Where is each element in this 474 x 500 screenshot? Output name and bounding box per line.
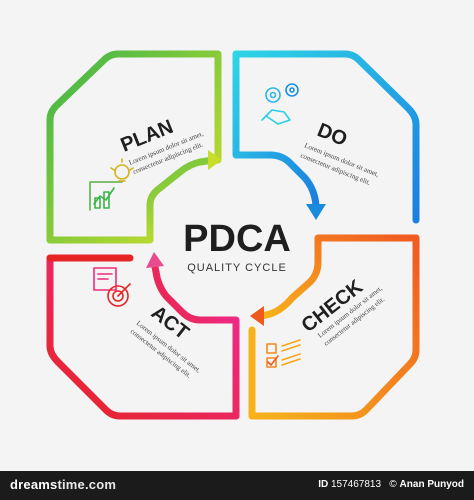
center-subtitle: QUALITY CYCLE	[187, 262, 287, 274]
center-title: PDCA	[183, 218, 291, 260]
author-name: Anan Punyod	[399, 479, 464, 490]
act-arrow-head	[146, 252, 164, 268]
check-inner-path	[258, 234, 420, 320]
id-label: ID	[318, 479, 329, 490]
do-arrow-head	[306, 204, 326, 220]
logo-part2: time.com	[57, 477, 117, 492]
plan-outline	[46, 50, 222, 244]
plan-segment	[46, 50, 222, 244]
do-outline	[232, 50, 420, 224]
plan-arrow-head	[208, 150, 222, 170]
gears-hand-icon	[261, 83, 299, 125]
checklist-icon	[266, 339, 301, 368]
act-segment	[46, 252, 240, 420]
copyright-symbol: ©	[389, 479, 397, 490]
check-outline	[248, 234, 420, 420]
plan-inner-path	[46, 156, 218, 244]
stock-footer: dreamstime.com ID 157467813 © Anan Punyo…	[0, 471, 474, 500]
dreamstime-logo: dreamstime.com	[10, 477, 116, 492]
idea-chart-icon	[89, 158, 134, 211]
do-inner-path	[232, 50, 320, 210]
logo-part1: dreams	[10, 477, 58, 492]
act-inner-path	[150, 258, 240, 420]
image-meta: ID 157467813 © Anan Punyod	[318, 479, 464, 490]
target-icon	[93, 267, 131, 307]
id-value: 157467813	[330, 479, 382, 490]
act-outline	[46, 254, 240, 420]
do-segment	[232, 50, 420, 224]
check-segment	[248, 234, 420, 420]
check-arrow-head	[250, 306, 264, 326]
